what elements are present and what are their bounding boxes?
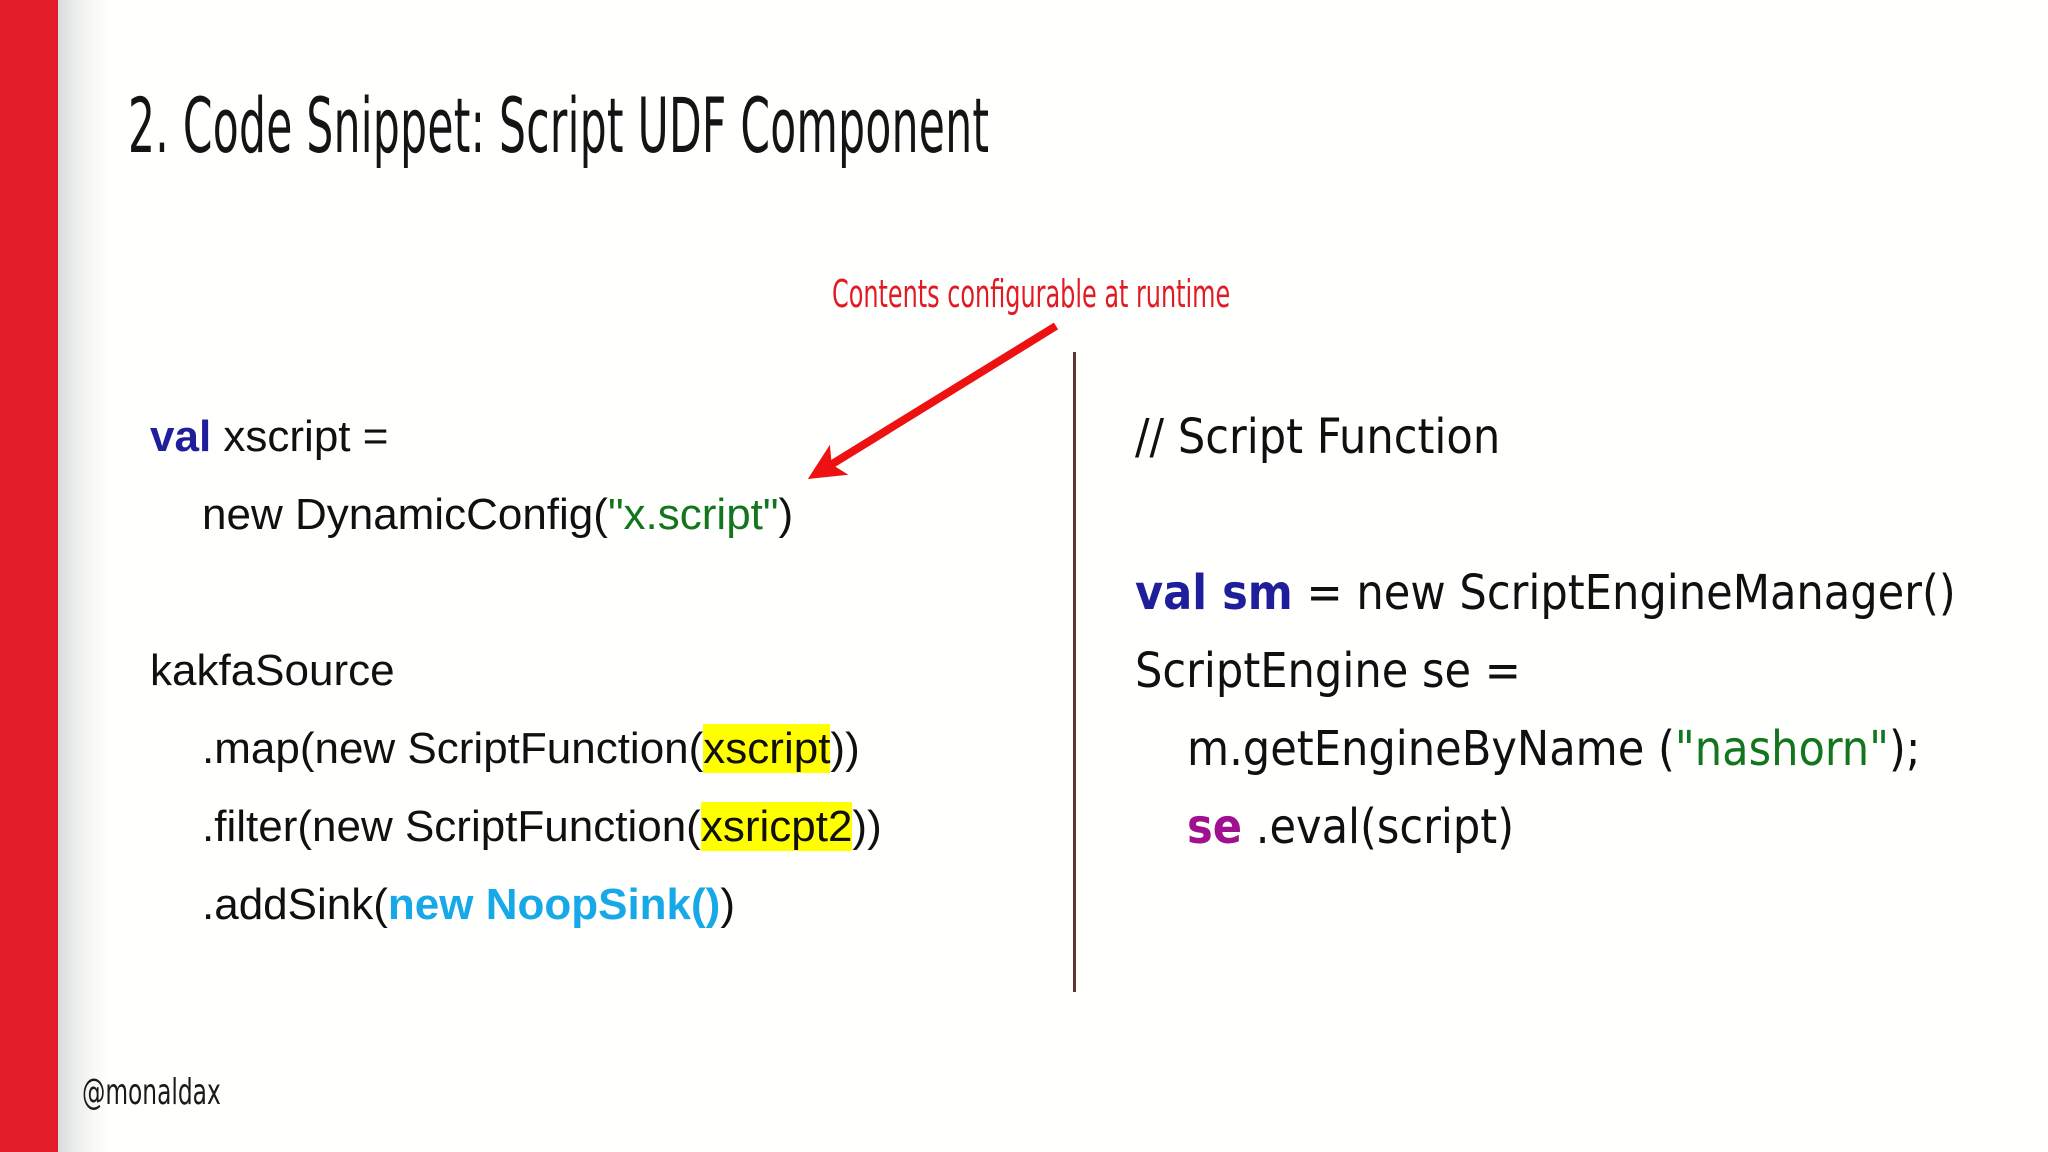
code-token-kw: val: [150, 412, 212, 461]
code-token-kw: val sm: [1135, 565, 1293, 621]
code-line: new DynamicConfig("x.script"): [150, 476, 882, 554]
code-block-left: val xscript =new DynamicConfig("x.script…: [150, 398, 882, 944]
code-token-hl: xscript: [703, 724, 831, 773]
code-token: ScriptEngine se =: [1135, 643, 1521, 699]
left-edge-gradient: [58, 0, 110, 1152]
code-line: m.getEngineByName ("nashorn");: [1135, 710, 1956, 788]
code-line: val xscript =: [150, 398, 882, 476]
column-divider: [1073, 352, 1076, 992]
code-token: = new ScriptEngineManager(): [1292, 565, 1956, 621]
code-line: .map(new ScriptFunction(xscript)): [150, 710, 882, 788]
code-token: xscript =: [211, 412, 389, 461]
left-accent-bar: [0, 0, 58, 1152]
code-line: // Script Function: [1135, 398, 1956, 476]
code-line: .addSink(new NoopSink()): [150, 866, 882, 944]
code-token: ): [720, 880, 735, 929]
code-token: kakfaSource: [150, 646, 395, 695]
code-token: .map(new ScriptFunction(: [202, 724, 704, 773]
code-token: ): [778, 490, 794, 539]
page-title: 2. Code Snippet: Script UDF Component: [128, 81, 990, 170]
code-token-str: "nashorn": [1674, 721, 1889, 777]
code-line: val sm = new ScriptEngineManager(): [1135, 554, 1956, 632]
code-token: )): [830, 724, 860, 773]
code-line: se .eval(script): [1135, 788, 1956, 866]
code-token: );: [1888, 721, 1921, 777]
code-token: // Script Function: [1135, 409, 1501, 465]
code-line: [150, 554, 882, 632]
code-token: .eval(script): [1242, 799, 1515, 855]
footer-handle: @monaldax: [82, 1072, 221, 1113]
code-token-str: "x.script": [607, 490, 779, 539]
code-line: kakfaSource: [150, 632, 882, 710]
annotation-label: Contents configurable at runtime: [832, 272, 1231, 316]
annotation-arrow-icon: [807, 322, 1059, 480]
code-line: .filter(new ScriptFunction(xsricpt2)): [150, 788, 882, 866]
code-token-purple: se: [1187, 799, 1243, 855]
code-token-cyan: new NoopSink(): [387, 880, 721, 929]
code-token: .addSink(: [202, 880, 388, 929]
code-block-right: // Script Function val sm = new ScriptEn…: [1135, 398, 1956, 866]
code-token: )): [852, 802, 882, 851]
code-line: ScriptEngine se =: [1135, 632, 1956, 710]
code-line: [1135, 476, 1956, 554]
code-token-hl: xsricpt2: [700, 802, 853, 851]
code-token: m.getEngineByName (: [1187, 721, 1675, 777]
code-token: .filter(new ScriptFunction(: [202, 802, 701, 851]
code-token: new DynamicConfig(: [202, 490, 608, 539]
